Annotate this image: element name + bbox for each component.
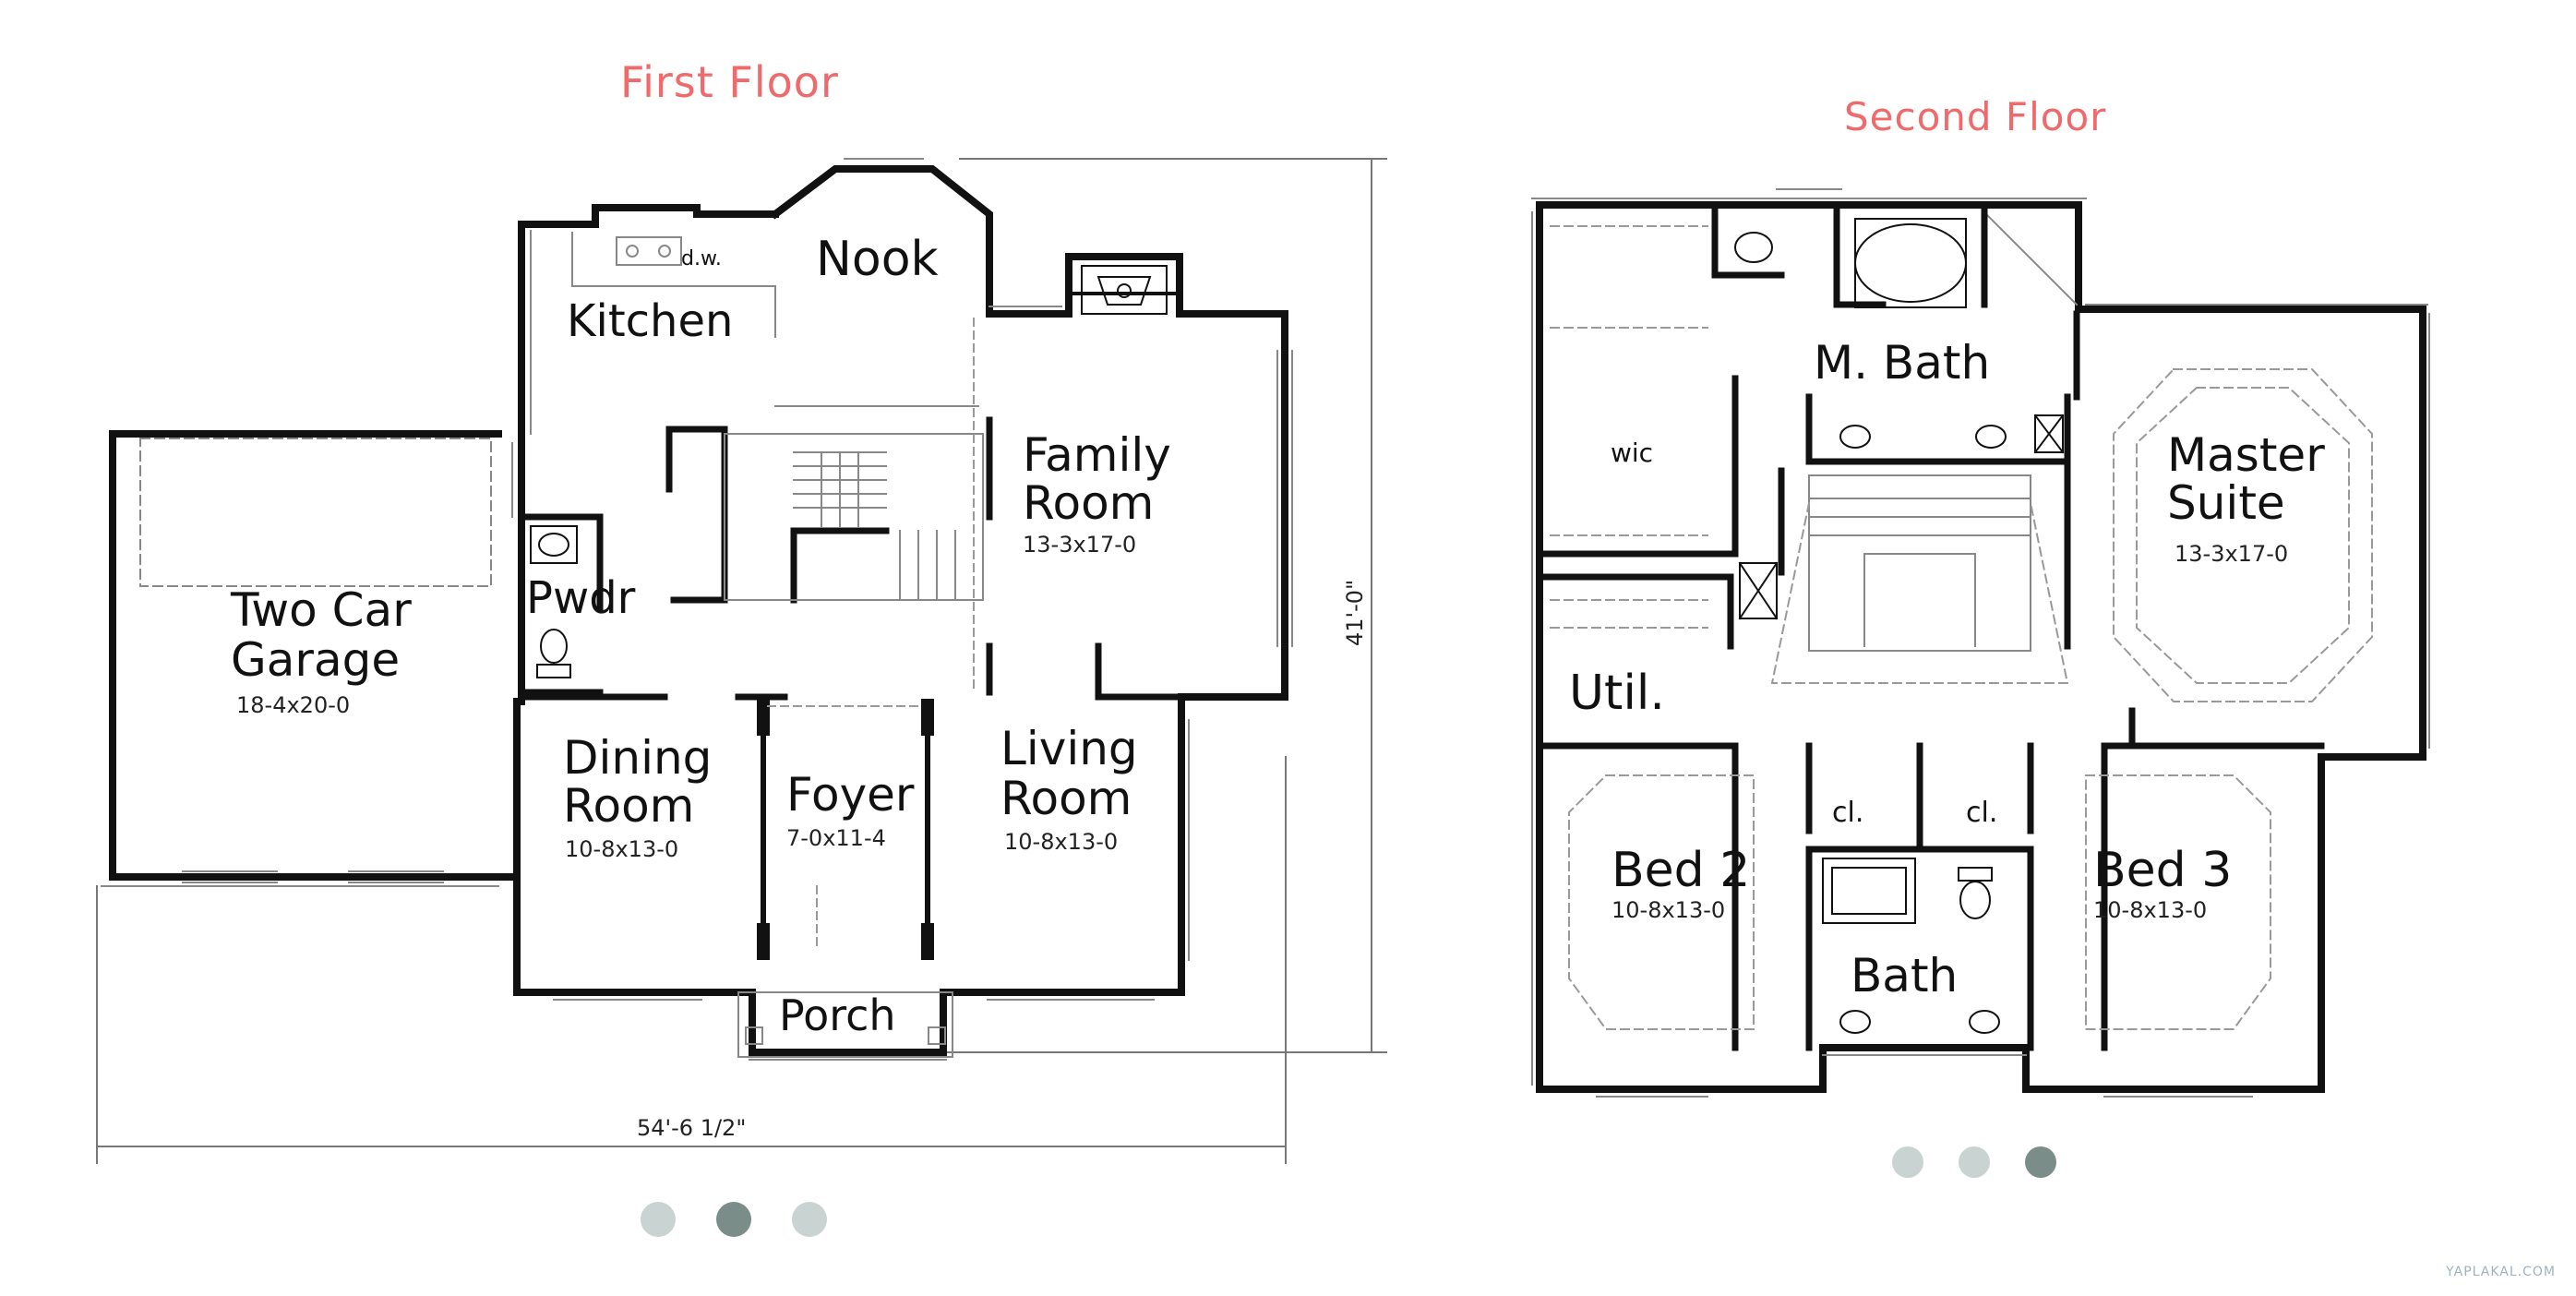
carousel-dot-3[interactable] [792,1202,827,1237]
carousel-dot-1[interactable] [641,1202,676,1237]
room-size-family: 13-3x17-0 [1023,532,1136,558]
watermark: YAPLAKAL.COM [2446,1265,2556,1279]
room-label-master-2: Suite [2167,476,2285,530]
first-floor-plan [96,158,1387,1164]
room-size-bed2: 10-8x13-0 [1611,897,1725,923]
room-label-porch: Porch [779,990,896,1040]
room-label-family-2: Room [1023,476,1154,530]
room-size-garage: 18-4x20-0 [236,692,350,718]
room-label-wic: wic [1611,438,1653,468]
room-label-master-1: Master [2167,428,2325,482]
carousel-dot-2[interactable] [1959,1146,1990,1178]
room-label-bed2: Bed 2 [1611,843,1750,898]
room-label-bed3: Bed 3 [2093,843,2232,898]
room-label-garage-1: Two Car [230,583,412,637]
second-floor-plan [1531,188,2430,1098]
room-label-m-bath: M. Bath [1814,336,1990,390]
room-label-closet-left: cl. [1832,797,1863,829]
carousel-dot-2[interactable] [716,1202,751,1237]
first-floor-title: First Floor [620,57,839,107]
room-label-closet-right: cl. [1966,797,1997,829]
carousel-dot-3[interactable] [2025,1146,2056,1178]
second-floor-title: Second Floor [1844,94,2107,139]
first-floor-carousel-dots [641,1202,827,1237]
room-label-garage-2: Garage [231,633,400,687]
room-label-bath: Bath [1851,949,1958,1002]
room-label-family-1: Family [1023,428,1171,482]
second-floor-carousel-dots [1892,1146,2056,1178]
room-size-foyer: 7-0x11-4 [786,825,886,851]
room-size-living: 10-8x13-0 [1004,829,1118,855]
room-label-dining-2: Room [563,779,694,833]
carousel-dot-1[interactable] [1892,1146,1923,1178]
room-label-foyer: Foyer [786,768,915,822]
room-size-bed3: 10-8x13-0 [2093,897,2207,923]
dimension-depth: 41'-0" [1342,580,1368,646]
dimension-width: 54'-6 1/2" [637,1115,746,1141]
room-label-living-1: Living [1000,722,1138,775]
room-label-living-2: Room [1000,772,1132,825]
room-label-nook: Nook [816,232,939,287]
room-size-master: 13-3x17-0 [2175,541,2288,567]
room-label-dining-1: Dining [563,731,712,785]
room-label-pwdr: Pwdr [526,572,636,624]
room-label-kitchen: Kitchen [567,295,733,347]
room-size-dining: 10-8x13-0 [565,836,678,862]
room-label-util: Util. [1569,666,1665,721]
label-dishwasher: d.w. [681,247,722,270]
